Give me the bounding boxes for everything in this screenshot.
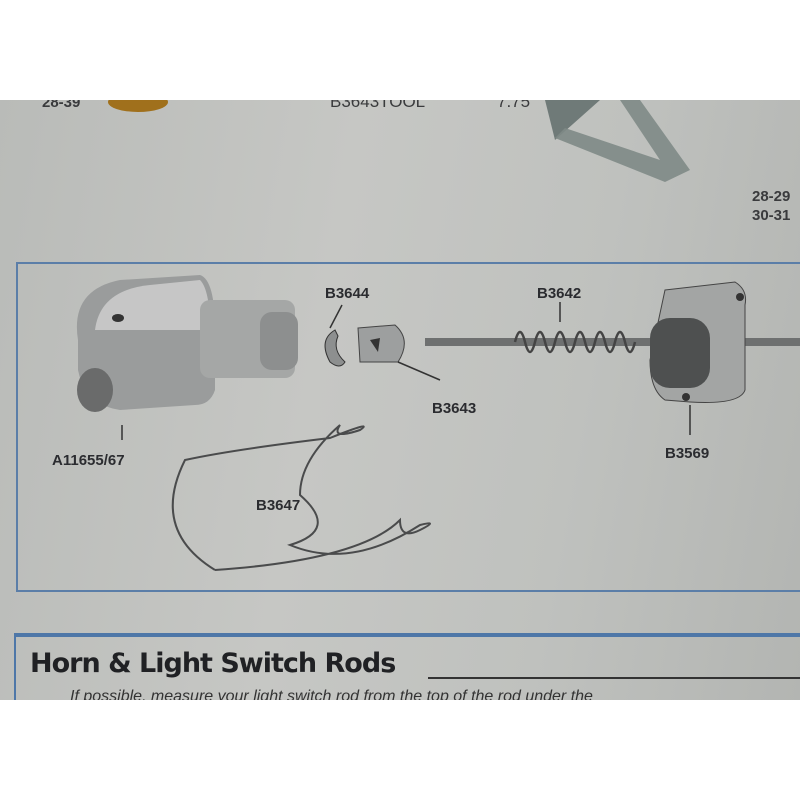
side-year-2: 30-31 [752,207,791,224]
label-b3647: B3647 [256,497,301,514]
new-badge-icon [108,100,168,112]
rod [425,338,800,346]
label-a11655: A11655/67 [52,452,125,469]
diagram-panel [16,262,800,592]
catalog-part-number: B3643TOOL [330,100,426,111]
side-year-1: 28-29 [752,188,791,205]
parts-illustration [76,100,800,571]
catalog-year: 28-39 [42,100,81,111]
bracket-b3569 [649,281,746,403]
section-intro: If possible, measure your light switch r… [70,688,593,700]
label-b3643: B3643 [432,400,477,417]
label-b3569: B3569 [665,445,710,462]
tool-illustration [545,100,600,140]
section-box [14,633,800,700]
wire-b3647 [171,424,431,571]
page-photo: 28-39 B3643TOOL 7.75 28-29 30-31 A11655/… [0,100,800,700]
heading-rule [428,677,800,679]
section-heading: Horn & Light Switch Rods [30,648,396,679]
label-b3644: B3644 [325,285,370,302]
spring-b3642 [513,330,637,354]
clip-b3644 [324,329,346,367]
catalog-price: 7.75 [497,100,531,111]
label-b3642: B3642 [537,285,582,302]
horn-button-illustration [76,275,298,412]
